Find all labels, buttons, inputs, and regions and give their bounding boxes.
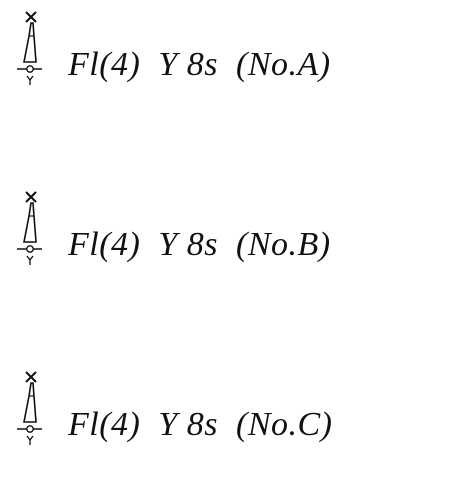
light-entry-a: Fl(4) Y 8s (No.A): [0, 10, 474, 100]
lamp-post-symbol-icon: [12, 10, 52, 100]
light-characteristic-label: Fl(4) Y 8s (No.C): [68, 406, 333, 443]
light-characteristic-label: Fl(4) Y 8s (No.B): [68, 226, 331, 263]
light-characteristic-label: Fl(4) Y 8s (No.A): [68, 46, 331, 83]
light-entry-b: Fl(4) Y 8s (No.B): [0, 190, 474, 280]
lamp-post-symbol-icon: [12, 370, 52, 460]
lamp-post-symbol-icon: [12, 190, 52, 280]
light-entry-c: Fl(4) Y 8s (No.C): [0, 370, 474, 460]
